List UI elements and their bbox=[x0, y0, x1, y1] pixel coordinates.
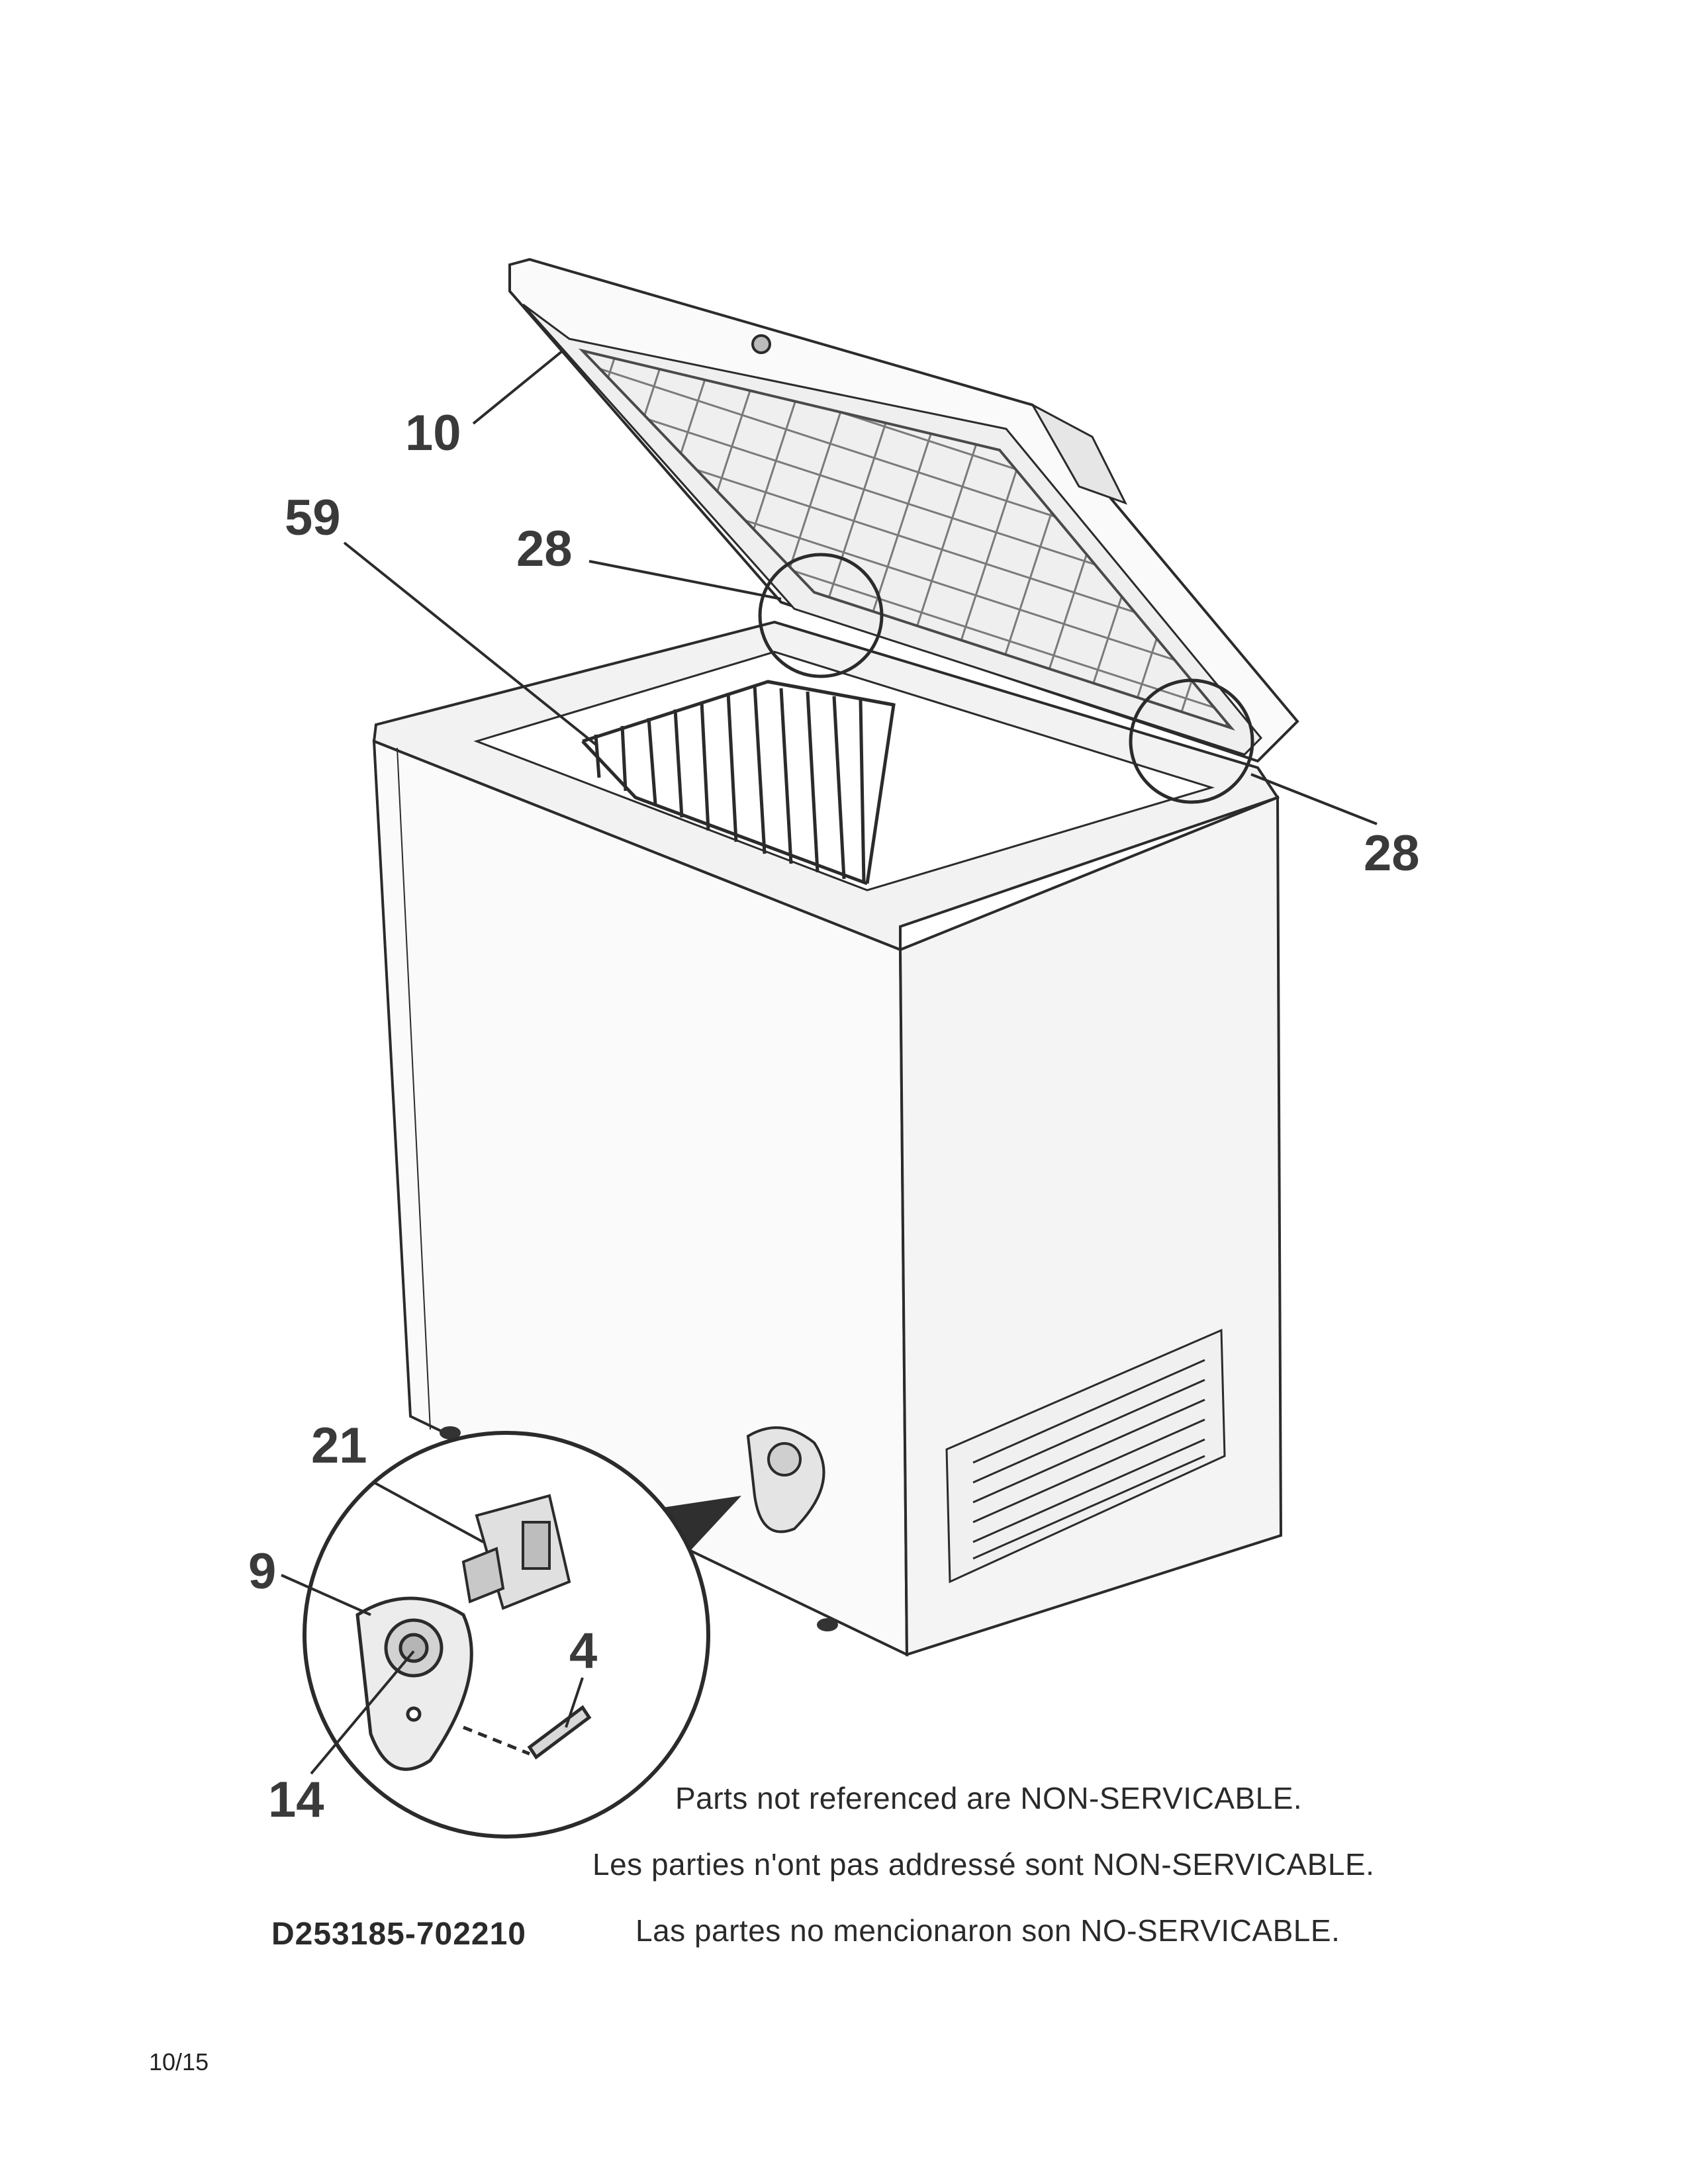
callout-hinge-28-right: 28 bbox=[1364, 825, 1420, 882]
note-english: Parts not referenced are NON-SERVICABLE. bbox=[675, 1781, 1303, 1815]
callout-knob-14: 14 bbox=[268, 1772, 324, 1828]
wire-basket bbox=[581, 680, 896, 886]
ventilation-grille bbox=[945, 1328, 1226, 1584]
thermostat-knob-icon bbox=[767, 1442, 802, 1477]
callout-lid-10: 10 bbox=[405, 405, 461, 461]
callout-thermostat-21: 21 bbox=[311, 1418, 367, 1474]
note-french: Les parties n'ont pas addressé sont NON-… bbox=[592, 1847, 1375, 1882]
cabinet bbox=[372, 620, 1283, 1657]
document-id: D253185-702210 bbox=[271, 1917, 526, 1952]
control-housing bbox=[355, 1596, 473, 1771]
callout-basket-59: 59 bbox=[285, 490, 341, 546]
note-spanish: Las partes no mencionaron son NO-SERVICA… bbox=[635, 1913, 1340, 1948]
leader-lines bbox=[281, 349, 1378, 1775]
callout-housing-9: 9 bbox=[248, 1543, 276, 1600]
hinge-detail-right-circle bbox=[1129, 678, 1254, 804]
hinge-detail-left-circle bbox=[758, 553, 884, 678]
page-number: 10/15 bbox=[149, 2048, 209, 2075]
lid bbox=[508, 257, 1299, 763]
thermostat-assembly bbox=[461, 1494, 571, 1610]
cabinet-feet bbox=[440, 1426, 838, 1631]
lid-lock-icon bbox=[751, 334, 771, 354]
callout-sensor-4: 4 bbox=[569, 1623, 597, 1679]
temperature-sensor-probe bbox=[463, 1705, 592, 1760]
control-panel bbox=[746, 1426, 825, 1533]
callout-hinge-28-left: 28 bbox=[516, 521, 573, 577]
